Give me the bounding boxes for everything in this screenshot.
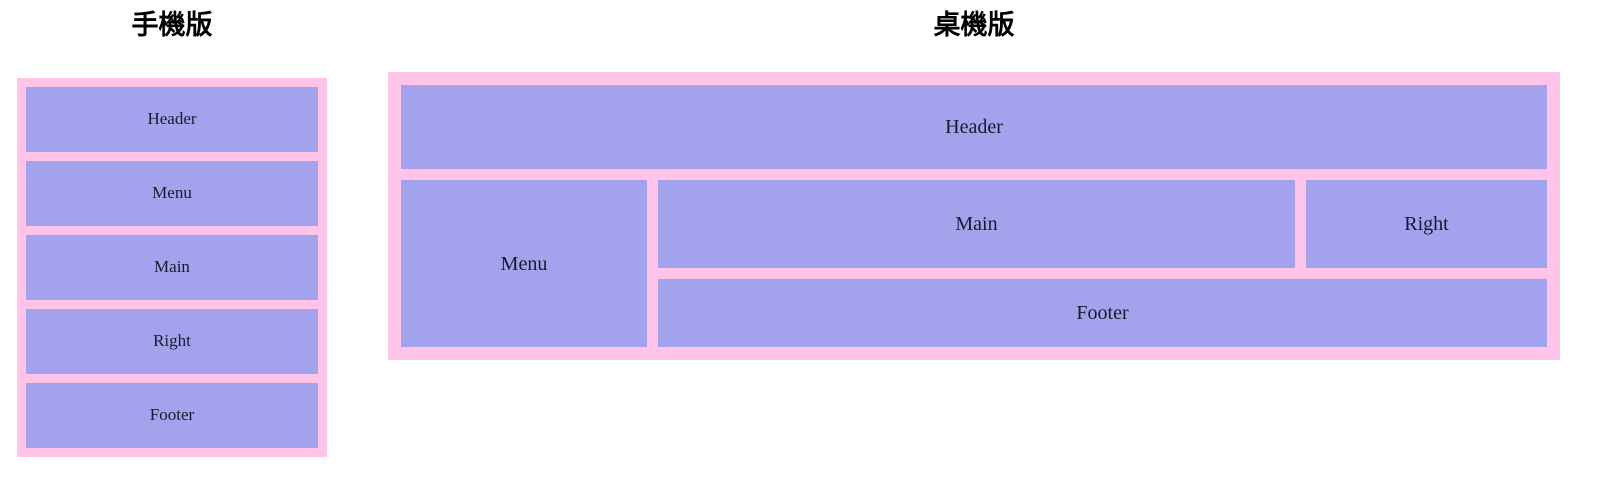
- desktop-block-right: Right: [1306, 180, 1547, 268]
- desktop-block-footer-label: Footer: [1076, 302, 1129, 324]
- desktop-block-main-label: Main: [955, 213, 998, 235]
- desktop-content-stack: Main Right Footer: [658, 180, 1547, 347]
- desktop-block-menu-label: Menu: [500, 252, 548, 275]
- desktop-block-right-label: Right: [1404, 213, 1449, 235]
- desktop-body-row: Menu Main Right Footer: [401, 180, 1547, 347]
- mobile-block-header: Header: [26, 87, 318, 152]
- mobile-block-footer: Footer: [26, 383, 318, 448]
- desktop-middle-row: Main Right: [658, 180, 1547, 268]
- mobile-block-right-label: Right: [153, 331, 191, 351]
- mobile-block-footer-label: Footer: [149, 405, 195, 425]
- mobile-block-main: Main: [26, 235, 318, 300]
- desktop-block-menu: Menu: [401, 180, 647, 347]
- mobile-block-main-label: Main: [154, 257, 190, 277]
- mobile-block-menu-label: Menu: [152, 183, 192, 203]
- mobile-block-menu: Menu: [26, 161, 318, 226]
- desktop-wireframe-container: Header Menu Main Right Footer: [388, 72, 1560, 360]
- desktop-block-main: Main: [658, 180, 1295, 268]
- mobile-wireframe-container: Header Menu Main Right Footer: [17, 78, 327, 457]
- desktop-block-footer: Footer: [658, 279, 1547, 347]
- desktop-block-header: Header: [401, 85, 1547, 169]
- desktop-block-header-label: Header: [945, 116, 1003, 138]
- mobile-section-title: 手機版: [131, 10, 213, 40]
- mobile-block-right: Right: [26, 309, 318, 374]
- desktop-section-title: 桌機版: [933, 10, 1015, 40]
- mobile-block-header-label: Header: [147, 109, 197, 129]
